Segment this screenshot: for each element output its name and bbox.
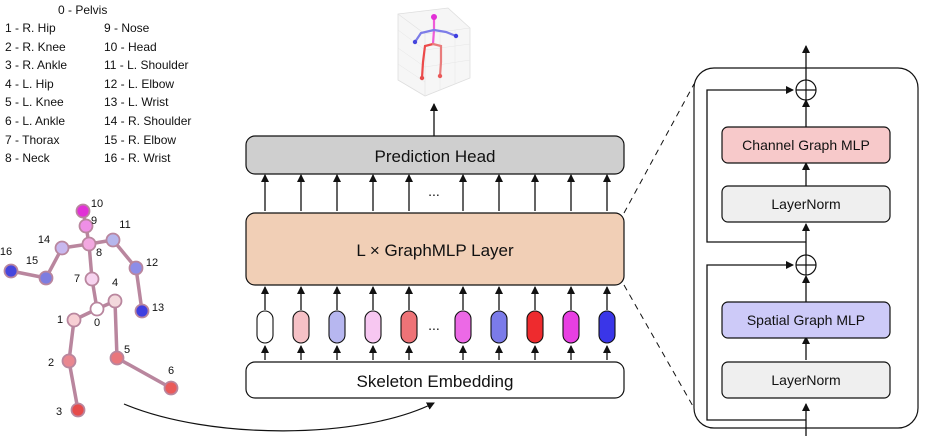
prediction-head-label: Prediction Head: [375, 147, 496, 166]
legend-entry: 16 - R. Wrist: [104, 151, 171, 166]
legend-title: 0 - Pelvis: [58, 3, 108, 17]
skeleton-bone: [115, 356, 173, 390]
detail-flow-arrows: [706, 45, 810, 436]
joint-token: [490, 310, 508, 344]
joint-label: 0: [94, 317, 100, 329]
legend-entry: 14 - R. Shoulder: [104, 114, 192, 128]
joint-label: 8: [96, 247, 102, 259]
skeleton-joint: [70, 402, 86, 418]
legend-entry: 11 - L. Shoulder: [104, 58, 189, 73]
legend-entry: 8 - Neck: [5, 151, 50, 166]
skeleton-joint: [3, 263, 19, 279]
joint-token-row: [256, 286, 616, 360]
skeleton-joint: [107, 293, 123, 309]
skeleton-bone: [67, 359, 80, 412]
legend-entry: 3 - R. Ankle: [5, 58, 68, 73]
channel-graph-mlp-box: [721, 126, 891, 164]
legend-entry: 13 - L. Wrist: [104, 95, 169, 110]
add-node-bottom: [795, 254, 817, 276]
skeleton-embedding-label: Skeleton Embedding: [357, 372, 514, 391]
skeleton-joint: [134, 303, 150, 319]
ellipsis-tokens: ...: [428, 317, 440, 333]
joint-token: [454, 310, 472, 344]
skeleton-joint: [38, 270, 54, 286]
joint-label: 6: [168, 365, 174, 377]
joint-token: [526, 310, 544, 344]
zoom-line-top: [623, 83, 695, 214]
legend-entry: 1 - R. Hip: [5, 21, 56, 35]
channel-graph-mlp-label: Channel Graph MLP: [742, 137, 870, 153]
joint-token: [256, 310, 274, 344]
joint-label: 3: [56, 406, 62, 418]
skeleton-joint: [105, 232, 121, 248]
joint-label: 7: [74, 273, 80, 285]
joint-label: 11: [119, 219, 130, 231]
joint-label: 2: [48, 357, 54, 369]
skeleton-joint: [128, 260, 144, 276]
joint-token: [364, 310, 382, 344]
joint-label: 12: [146, 257, 158, 269]
legend-entry: 5 - L. Knee: [5, 95, 64, 110]
graphmlp-layer-label: L × GraphMLP Layer: [356, 241, 514, 260]
layernorm-top-label: LayerNorm: [771, 196, 840, 212]
joint-label: 15: [26, 255, 38, 267]
skeleton-embedding-box: [245, 361, 625, 399]
graphmlp-layer-box: [245, 212, 625, 286]
joint-token: [328, 310, 346, 344]
layernorm-top-box: [721, 185, 891, 223]
layernorm-bottom-box: [721, 361, 891, 399]
joint-label: 13: [152, 302, 164, 314]
skeleton-joint: [66, 312, 82, 328]
skeleton-bone: [113, 299, 119, 360]
skeleton-joint: [81, 236, 97, 252]
skeleton-joint: [163, 380, 179, 396]
legend-entry: 10 - Head: [104, 39, 157, 54]
joint-label: 14: [38, 234, 50, 246]
joint-label: 10: [91, 198, 103, 210]
legend-entry: 6 - L. Ankle: [5, 114, 66, 128]
skeleton-joint: [78, 218, 94, 234]
skeleton-joint: [109, 350, 125, 366]
joint-token: [598, 310, 616, 344]
prediction-head-box: [245, 135, 625, 175]
skeleton-joint: [89, 301, 105, 317]
legend-entry: 12 - L. Elbow: [104, 76, 175, 91]
joint-token: [292, 310, 310, 344]
legend-entry: 4 - L. Hip: [5, 76, 54, 91]
joint-label: 5: [124, 344, 130, 356]
spatial-graph-mlp-label: Spatial Graph MLP: [747, 312, 865, 328]
layernorm-bottom-label: LayerNorm: [771, 372, 840, 388]
joint-label: 9: [91, 215, 97, 227]
legend-entry: 9 - Nose: [104, 21, 150, 35]
spatial-graph-mlp-box: [721, 301, 891, 339]
skeleton-joint: [84, 271, 100, 287]
joint-label: 1: [57, 314, 63, 326]
zoom-line-bottom: [623, 284, 695, 409]
skeleton-joint: [54, 240, 70, 256]
joint-token: [400, 310, 418, 344]
skeleton-joint: [61, 353, 77, 369]
ellipsis-top: ...: [428, 183, 440, 199]
joint-token: [562, 310, 580, 344]
legend-entry: 15 - R. Elbow: [104, 132, 177, 147]
joint-label: 16: [0, 246, 12, 258]
legend-entry: 2 - R. Knee: [5, 39, 66, 54]
input-curved-arrow: [123, 402, 435, 432]
3d-pose-output-plot: [397, 7, 471, 97]
layer-to-head-arrows: [261, 174, 611, 211]
add-node-top: [795, 79, 817, 101]
legend-entry: 7 - Thorax: [5, 132, 60, 147]
joint-label: 4: [112, 277, 118, 289]
skeleton-joint: [75, 203, 91, 219]
